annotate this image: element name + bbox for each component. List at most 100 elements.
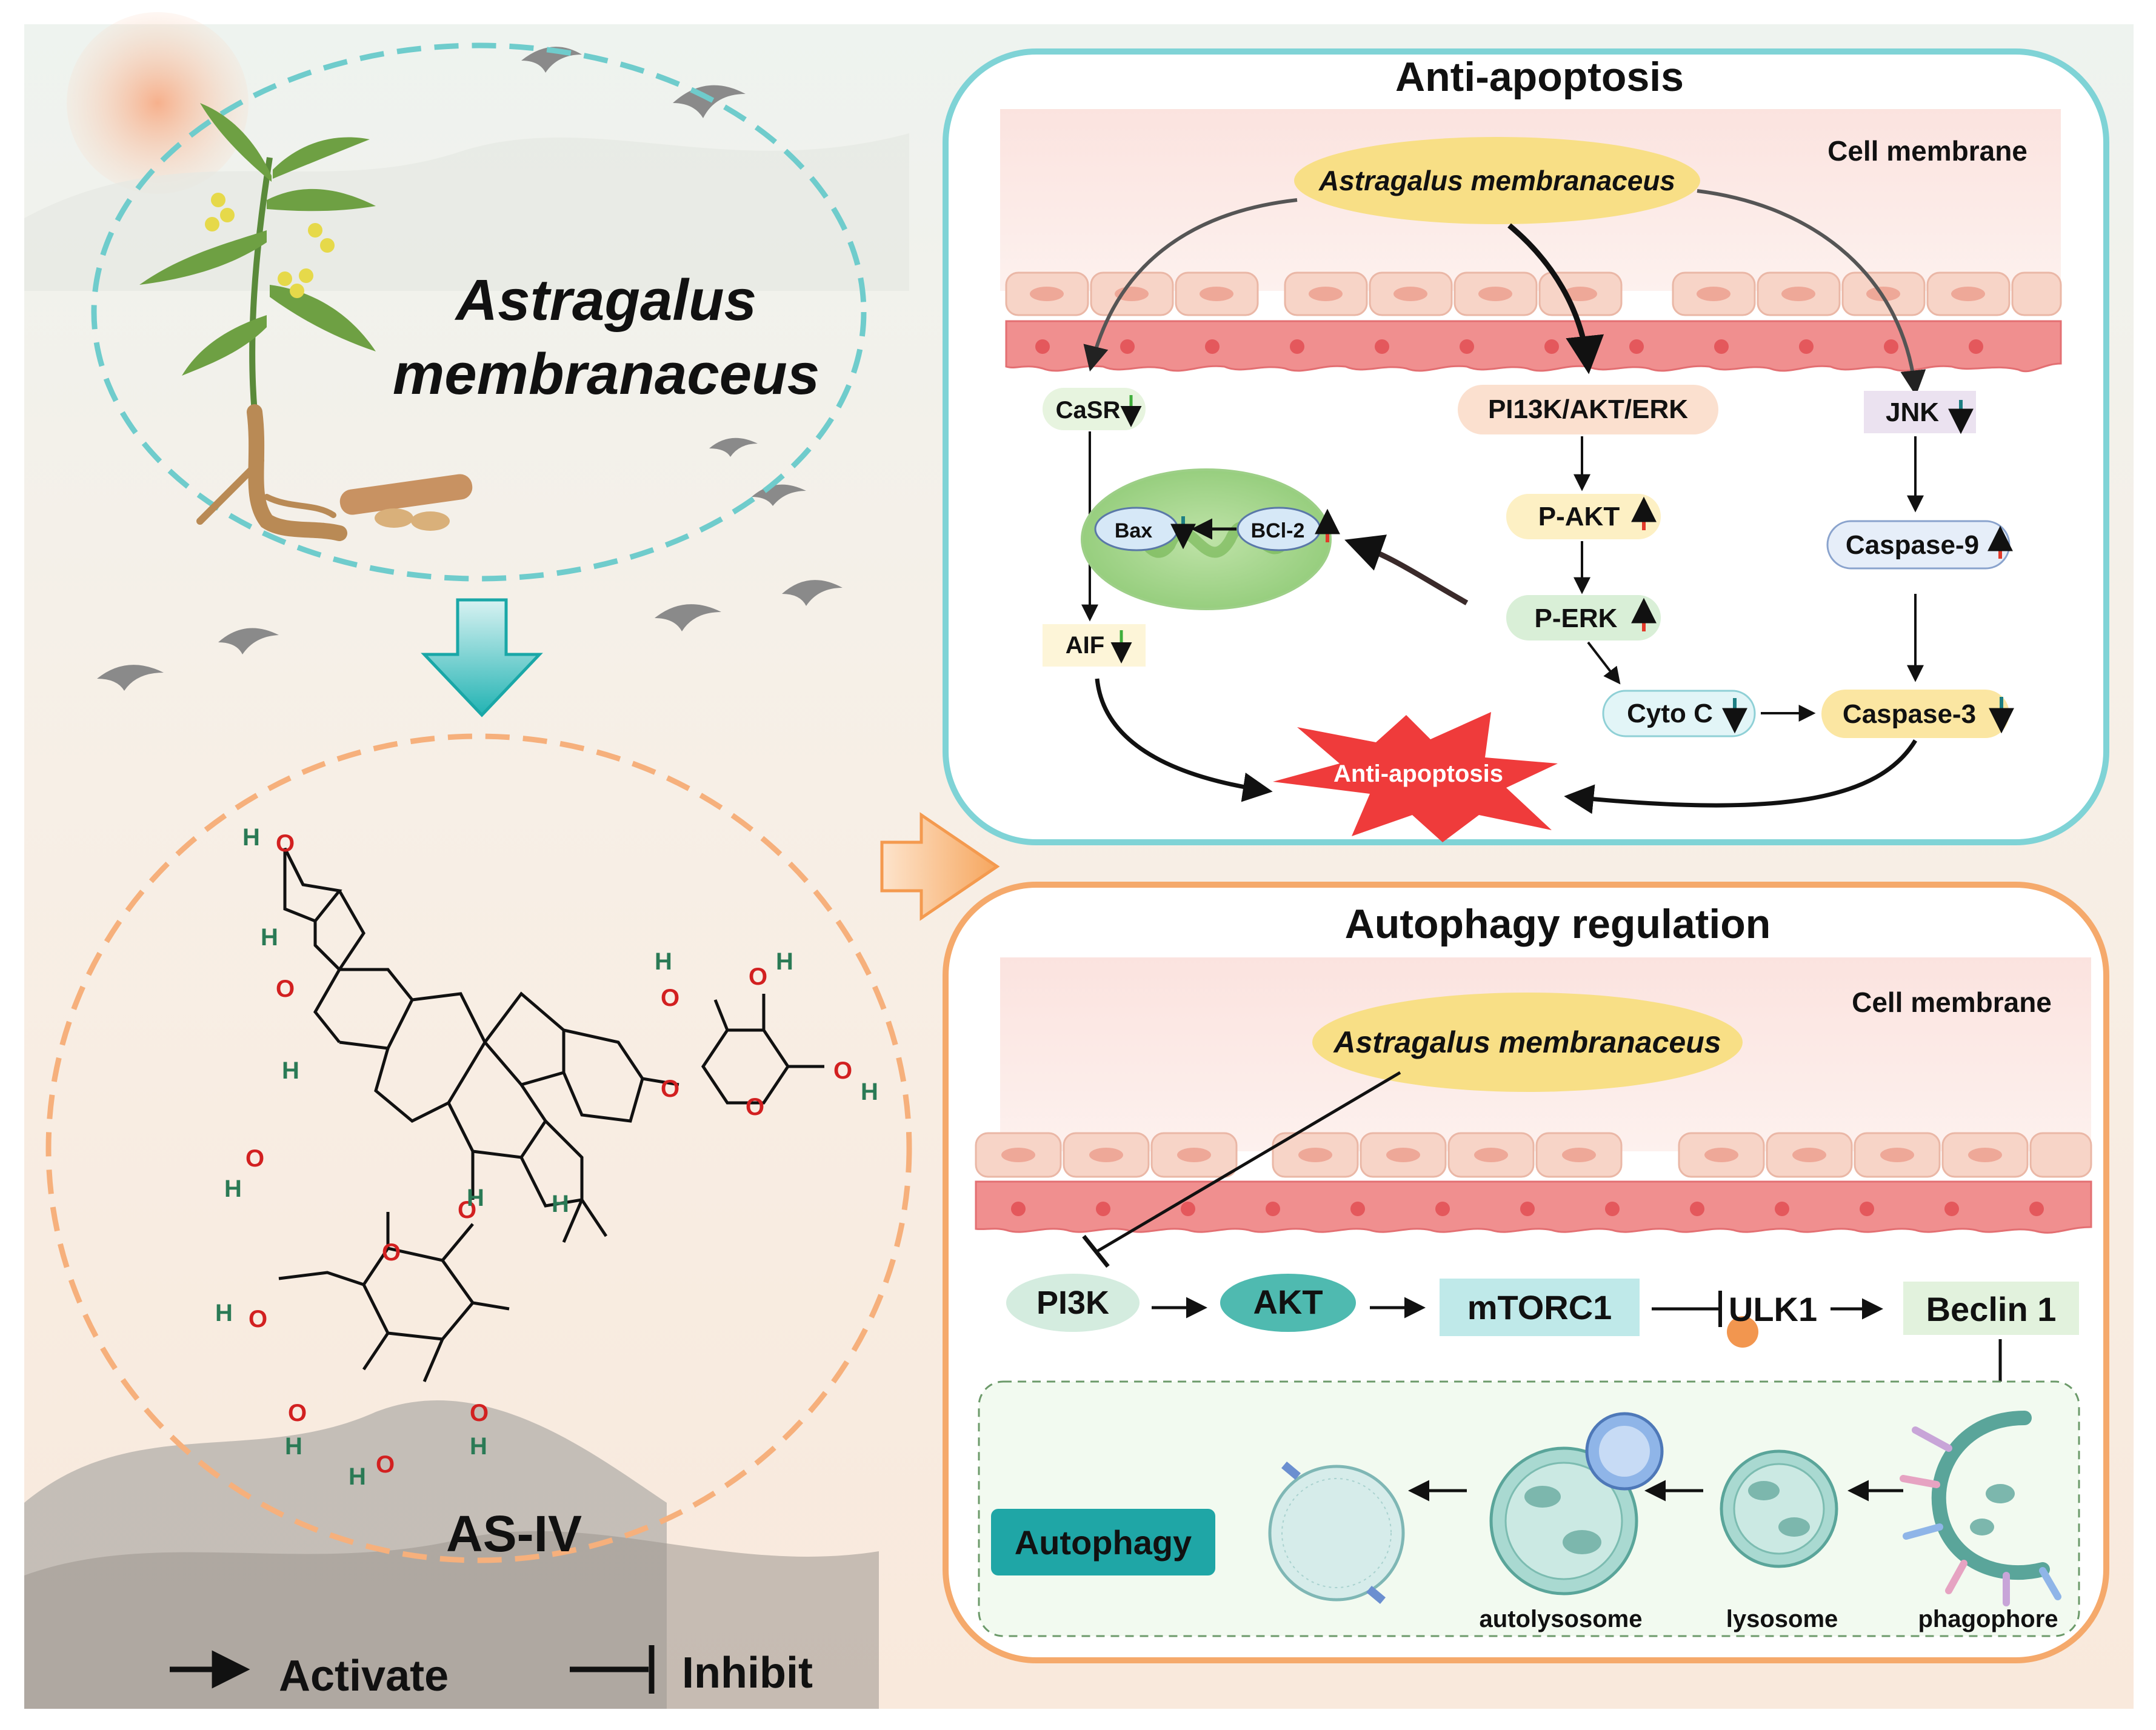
sun-icon bbox=[67, 12, 249, 194]
inhibit-line-pi3k bbox=[1096, 1071, 1401, 1253]
svg-text:O: O bbox=[245, 1145, 264, 1172]
compound-ellipse bbox=[45, 733, 912, 1563]
svg-text:H: H bbox=[861, 1079, 878, 1105]
pi3k-akt-erk-label: PI13K/AKT/ERK bbox=[1488, 394, 1688, 424]
as-iv-molecule-structure bbox=[278, 847, 824, 1382]
svg-text:O: O bbox=[746, 1094, 764, 1120]
plant-ellipse bbox=[91, 42, 867, 582]
svg-text:O: O bbox=[276, 976, 295, 1002]
phagophore-icon bbox=[1900, 1411, 2061, 1606]
phagophore-label: phagophore bbox=[1918, 1606, 2058, 1632]
arrow-to-pi3k bbox=[1507, 223, 1604, 374]
p-akt-label: P-AKT bbox=[1538, 502, 1620, 531]
casr-node bbox=[1043, 388, 1146, 430]
arrow-perk-cytoc bbox=[1587, 641, 1621, 685]
akt-label: AKT bbox=[1253, 1283, 1323, 1321]
svg-text:H: H bbox=[242, 824, 260, 851]
arrow-to-casr bbox=[1083, 198, 1298, 372]
autolysosome-label: autolysosome bbox=[1480, 1606, 1643, 1632]
cell-membrane-label: Cell membrane bbox=[1827, 135, 2028, 167]
compound-name: AS-IV bbox=[446, 1505, 582, 1562]
svg-text:H: H bbox=[470, 1433, 487, 1460]
mtorc1-node bbox=[1440, 1279, 1640, 1336]
molecule-atom-labels: H O H O H O H O H H O O H O O H O H O O … bbox=[215, 824, 878, 1490]
jnk-label: JNK bbox=[1886, 398, 1939, 427]
beclin1-node bbox=[1903, 1282, 2079, 1335]
bcl2-label: BCl-2 bbox=[1251, 519, 1305, 542]
pi3k-node bbox=[1006, 1274, 1140, 1332]
bax-label: Bax bbox=[1115, 519, 1152, 542]
anti-apoptosis-title: Anti-apoptosis bbox=[1395, 54, 1684, 100]
autophagy-panel: Autophagy regulation Cell membrane Astra… bbox=[943, 882, 2109, 1663]
svg-text:O: O bbox=[470, 1400, 489, 1426]
svg-text:O: O bbox=[661, 1076, 679, 1102]
svg-text:O: O bbox=[749, 963, 767, 990]
svg-text:O: O bbox=[382, 1239, 401, 1266]
p-erk-label: P-ERK bbox=[1535, 604, 1618, 633]
anti-apoptosis-panel: Anti-apoptosis Cell membrane Astrag bbox=[943, 48, 2109, 845]
mtorc1-label: mTORC1 bbox=[1467, 1288, 1612, 1326]
arrow-to-jnk bbox=[1697, 189, 1926, 396]
lysosome-icon bbox=[1720, 1449, 1838, 1568]
svg-text:H: H bbox=[282, 1057, 299, 1084]
cell-membrane-layer bbox=[975, 1132, 2092, 1234]
p-akt-node bbox=[1506, 494, 1661, 539]
source-label: Astragalus membranaceus bbox=[1332, 1025, 1721, 1059]
casr-label: CaSR bbox=[1056, 397, 1121, 424]
akt-node bbox=[1220, 1274, 1356, 1332]
svg-text:H: H bbox=[285, 1433, 302, 1460]
svg-text:O: O bbox=[276, 830, 295, 857]
orange-right-arrow-icon bbox=[880, 812, 1000, 921]
svg-text:O: O bbox=[288, 1400, 307, 1426]
cell-membrane-label: Cell membrane bbox=[1852, 986, 2052, 1018]
plant-title-line2: membranaceus bbox=[393, 342, 819, 407]
lysosome-label: lysosome bbox=[1726, 1606, 1838, 1632]
cyto-c-node bbox=[1602, 690, 1756, 737]
svg-text:H: H bbox=[776, 948, 793, 975]
inhibit-bar-icon bbox=[1082, 1234, 1110, 1268]
svg-text:O: O bbox=[376, 1451, 395, 1478]
arrow-caspase3-outcome bbox=[1564, 739, 1917, 814]
svg-text:O: O bbox=[249, 1306, 267, 1332]
pi3k-label: PI3K bbox=[1036, 1285, 1109, 1321]
caspase3-node bbox=[1821, 690, 2009, 738]
svg-text:O: O bbox=[833, 1057, 852, 1084]
arrow-aif-outcome bbox=[1095, 678, 1273, 802]
anti-apoptosis-outcome-label: Anti-apoptosis bbox=[1333, 760, 1503, 787]
ulk1-marker-icon bbox=[1727, 1316, 1758, 1348]
astragalus-plant-icon bbox=[139, 103, 473, 541]
svg-text:H: H bbox=[552, 1191, 569, 1217]
degraded-vesicle-icon bbox=[1268, 1461, 1405, 1605]
svg-text:H: H bbox=[349, 1463, 366, 1490]
source-node bbox=[1294, 137, 1700, 224]
legend-activate: Activate bbox=[279, 1652, 449, 1700]
svg-text:H: H bbox=[215, 1300, 233, 1326]
arrow-perk-mitochondrion bbox=[1344, 534, 1469, 605]
caspase3-label: Caspase-3 bbox=[1843, 699, 1976, 729]
plant-title-line1: Astragalus bbox=[455, 268, 756, 333]
svg-text:H: H bbox=[224, 1176, 242, 1202]
svg-text:H: H bbox=[467, 1185, 484, 1211]
cell-membrane-layer bbox=[1005, 271, 2062, 373]
aif-label: AIF bbox=[1066, 632, 1104, 659]
beclin1-label: Beclin 1 bbox=[1926, 1290, 2057, 1328]
ulk1-label: ULK1 bbox=[1729, 1290, 1817, 1328]
svg-text:O: O bbox=[458, 1197, 476, 1223]
svg-text:H: H bbox=[261, 924, 278, 951]
source-node bbox=[1312, 993, 1743, 1092]
legend: Activate Inhibit bbox=[170, 1645, 813, 1700]
autophagy-badge bbox=[991, 1509, 1215, 1575]
p-erk-node bbox=[1506, 595, 1661, 640]
pi3k-akt-erk-node bbox=[1458, 385, 1718, 434]
anti-apoptosis-burst bbox=[1273, 712, 1558, 842]
cyto-c-label: Cyto C bbox=[1627, 699, 1713, 728]
source-label: Astragalus membranaceus bbox=[1318, 165, 1675, 196]
svg-text:H: H bbox=[655, 948, 672, 975]
autophagy-badge-label: Autophagy bbox=[1015, 1523, 1192, 1562]
legend-inhibit: Inhibit bbox=[682, 1649, 813, 1697]
caspase9-label: Caspase-9 bbox=[1846, 530, 1979, 560]
svg-text:O: O bbox=[661, 985, 679, 1011]
teal-down-arrow-icon bbox=[421, 598, 543, 717]
autolysosome-icon bbox=[1489, 1412, 1664, 1595]
